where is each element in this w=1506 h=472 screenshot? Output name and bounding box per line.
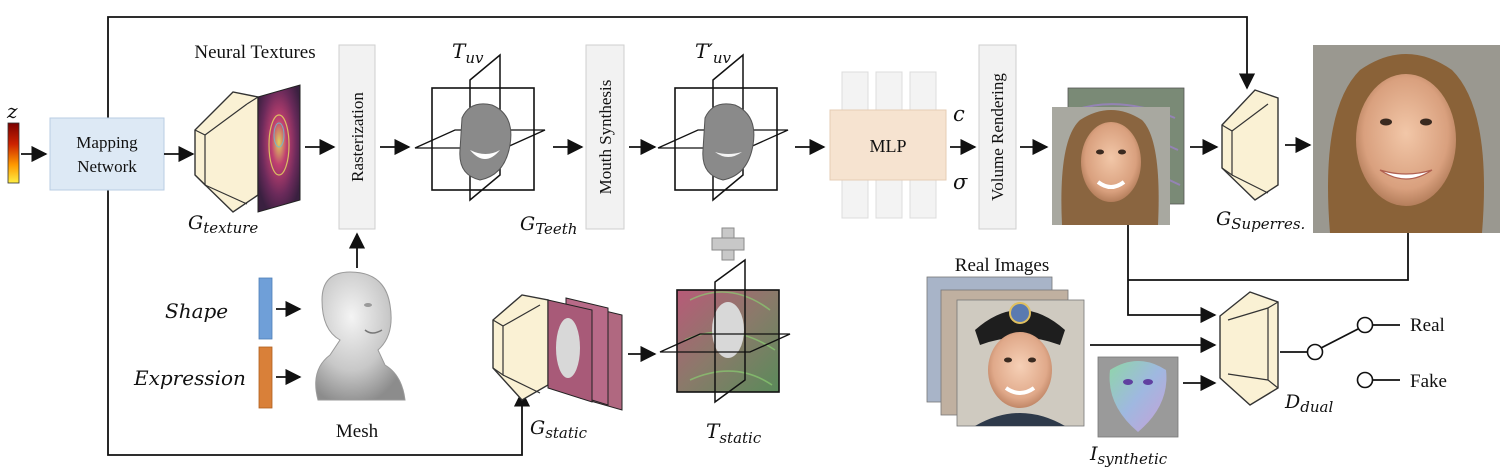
shape-label: Shape <box>165 299 228 323</box>
d-dual-label: Ddual <box>1284 391 1333 416</box>
arrow-lowres-discriminator <box>1127 225 1217 324</box>
g-static-generator <box>492 294 549 401</box>
i-synthetic-label: Isynthetic <box>1089 443 1168 468</box>
t-static-label: Tstatic <box>706 419 762 447</box>
volume-rendering-block: Volume Rendering <box>978 44 1017 230</box>
real-images-stack <box>926 276 1085 427</box>
z-label: z <box>6 99 18 123</box>
t-static-triplane <box>659 258 791 404</box>
mapping-network-label-2: Network <box>77 157 137 176</box>
real-fake-switch <box>1280 316 1400 389</box>
g-texture-generator <box>194 91 259 213</box>
g-texture-label: Gtexture <box>188 212 258 237</box>
c-label: c <box>953 102 965 126</box>
rasterization-label: Rasterization <box>348 92 367 182</box>
fake-label: Fake <box>1410 371 1447 392</box>
t-uv-prime-triplane <box>657 53 789 202</box>
t-uv-triplane <box>414 53 546 202</box>
g-superres-label: GSuperres. <box>1216 208 1305 233</box>
expression-bar <box>258 346 273 409</box>
g-superres-generator <box>1221 89 1279 201</box>
mouth-synthesis-label: Mouth Synthesis <box>596 80 615 195</box>
t-uv-prime-label: T′uv <box>695 39 732 67</box>
mapping-network-box <box>49 117 165 191</box>
neural-texture-map <box>257 84 301 213</box>
d-dual-discriminator <box>1219 291 1279 406</box>
shape-bar <box>258 277 273 340</box>
real-images-label: Real Images <box>955 255 1049 276</box>
bottom-connector-line <box>107 190 531 456</box>
rasterization-block: Rasterization <box>338 44 376 230</box>
mapping-network-label-1: Mapping <box>76 133 138 152</box>
mouth-synthesis-block: Mouth Synthesis <box>585 44 625 230</box>
neural-textures-label: Neural Textures <box>194 42 315 63</box>
line-highres-discriminator <box>1128 233 1409 281</box>
real-label: Real <box>1410 315 1445 336</box>
synthetic-image <box>1097 356 1179 438</box>
mlp-label: MLP <box>869 136 906 156</box>
plus-icon <box>711 227 745 261</box>
t-uv-label: Tuv <box>452 39 484 67</box>
mapping-network-block: Mapping Network <box>49 117 165 191</box>
rendered-face-image <box>1052 107 1170 225</box>
mlp-box <box>829 109 947 181</box>
g-static-label: Gstatic <box>530 417 588 442</box>
top-connector-line <box>107 16 1256 118</box>
volume-rendering-label: Volume Rendering <box>988 73 1007 201</box>
mesh-head <box>315 271 406 401</box>
z-gradient-bar <box>7 122 20 184</box>
sigma-label: σ <box>953 170 968 194</box>
mesh-label: Mesh <box>336 421 379 442</box>
static-feature-planes <box>547 297 623 411</box>
high-res-face-image <box>1313 45 1500 233</box>
latent-z: z <box>6 99 20 184</box>
expression-label: Expression <box>133 366 246 390</box>
g-teeth-label: GTeeth <box>520 213 577 238</box>
mlp-block: MLP <box>829 71 947 219</box>
